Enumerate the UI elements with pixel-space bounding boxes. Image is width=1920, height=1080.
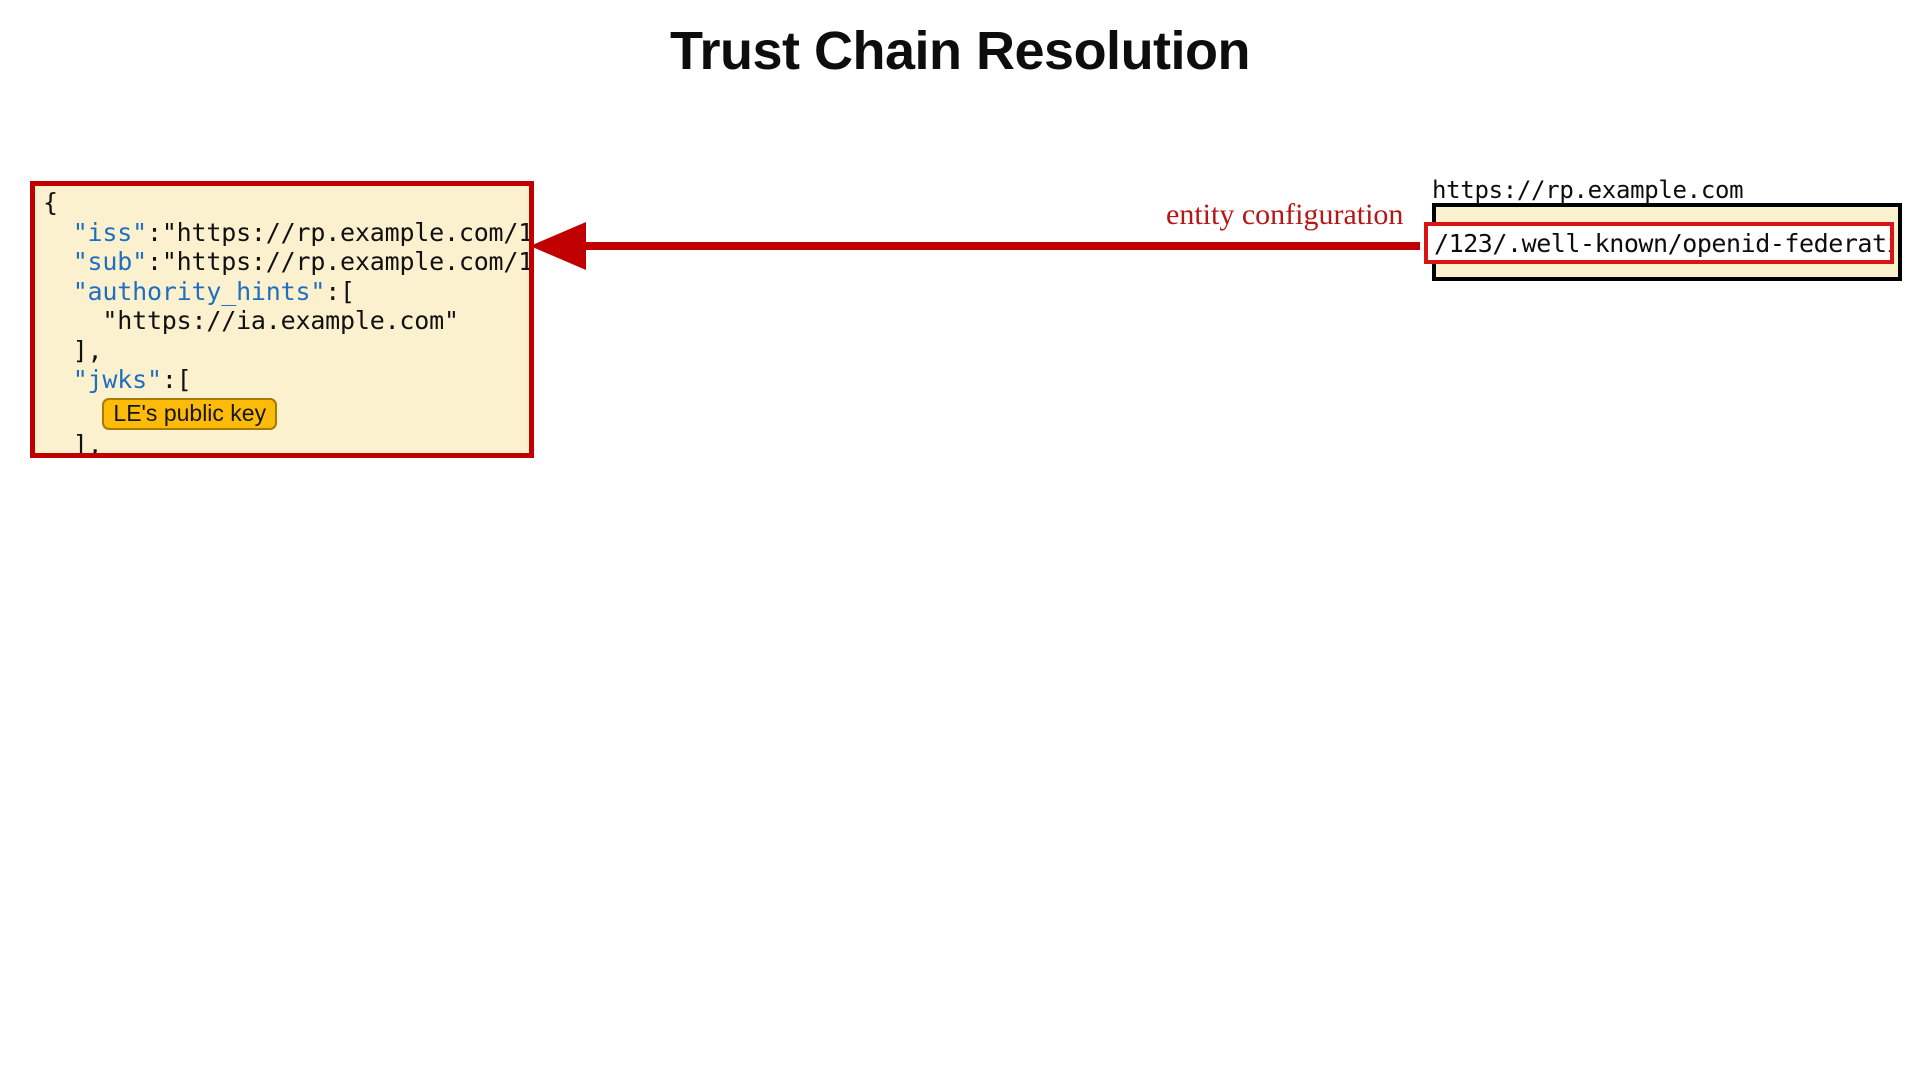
json-key: "authority_hints" bbox=[72, 276, 326, 306]
json-indent bbox=[43, 365, 73, 394]
json-value: "https://ia.example.com" bbox=[102, 306, 459, 335]
json-line: ], bbox=[43, 429, 529, 458]
json-line: "jwks":[ bbox=[43, 365, 529, 395]
json-line: LE's public key bbox=[43, 395, 529, 430]
entity-configuration-json-code: { "iss":"https://rp.example.com/123", "s… bbox=[43, 188, 534, 458]
json-line: ], bbox=[43, 335, 529, 366]
json-line: { bbox=[43, 188, 529, 218]
json-key: "iss" bbox=[72, 217, 147, 247]
json-indent bbox=[43, 306, 102, 335]
entity-well-known-path-box[interactable]: /123/.well-known/openid-federation bbox=[1424, 222, 1894, 264]
json-punctuation: ], bbox=[72, 429, 103, 458]
json-line: "iss":"https://rp.example.com/123", bbox=[43, 217, 534, 248]
entity-well-known-path-text: /123/.well-known/openid-federation bbox=[1434, 229, 1894, 258]
entity-configuration-arrow-label: entity configuration bbox=[1166, 198, 1404, 231]
entity-configuration-json-panel: { "iss":"https://rp.example.com/123", "s… bbox=[30, 181, 534, 458]
json-punctuation: { bbox=[43, 188, 58, 217]
entity-url-label: https://rp.example.com bbox=[1432, 176, 1744, 204]
json-line: "sub":"https://rp.example.com/123", bbox=[43, 247, 534, 277]
json-line: "https://ia.example.com" bbox=[43, 306, 529, 336]
json-indent bbox=[43, 218, 73, 247]
json-value: "https://rp.example.com/123", bbox=[161, 247, 534, 276]
json-indent bbox=[43, 336, 73, 365]
json-indent bbox=[43, 430, 73, 454]
json-punctuation: : bbox=[146, 247, 162, 276]
arrow-head-icon bbox=[530, 222, 586, 270]
page-title: Trust Chain Resolution bbox=[669, 21, 1251, 81]
public-key-badge[interactable]: LE's public key bbox=[102, 397, 278, 430]
json-key: "sub" bbox=[72, 247, 147, 276]
json-punctuation: ], bbox=[72, 335, 103, 365]
json-punctuation: : bbox=[146, 217, 162, 247]
json-punctuation: :[ bbox=[161, 365, 192, 394]
json-indent bbox=[43, 395, 102, 424]
json-indent bbox=[43, 277, 73, 306]
json-key: "jwks" bbox=[72, 365, 162, 394]
json-value: "https://rp.example.com/123", bbox=[161, 217, 534, 247]
json-indent bbox=[43, 247, 73, 276]
json-punctuation: :[ bbox=[325, 276, 355, 306]
json-line: "authority_hints":[ bbox=[43, 276, 529, 307]
